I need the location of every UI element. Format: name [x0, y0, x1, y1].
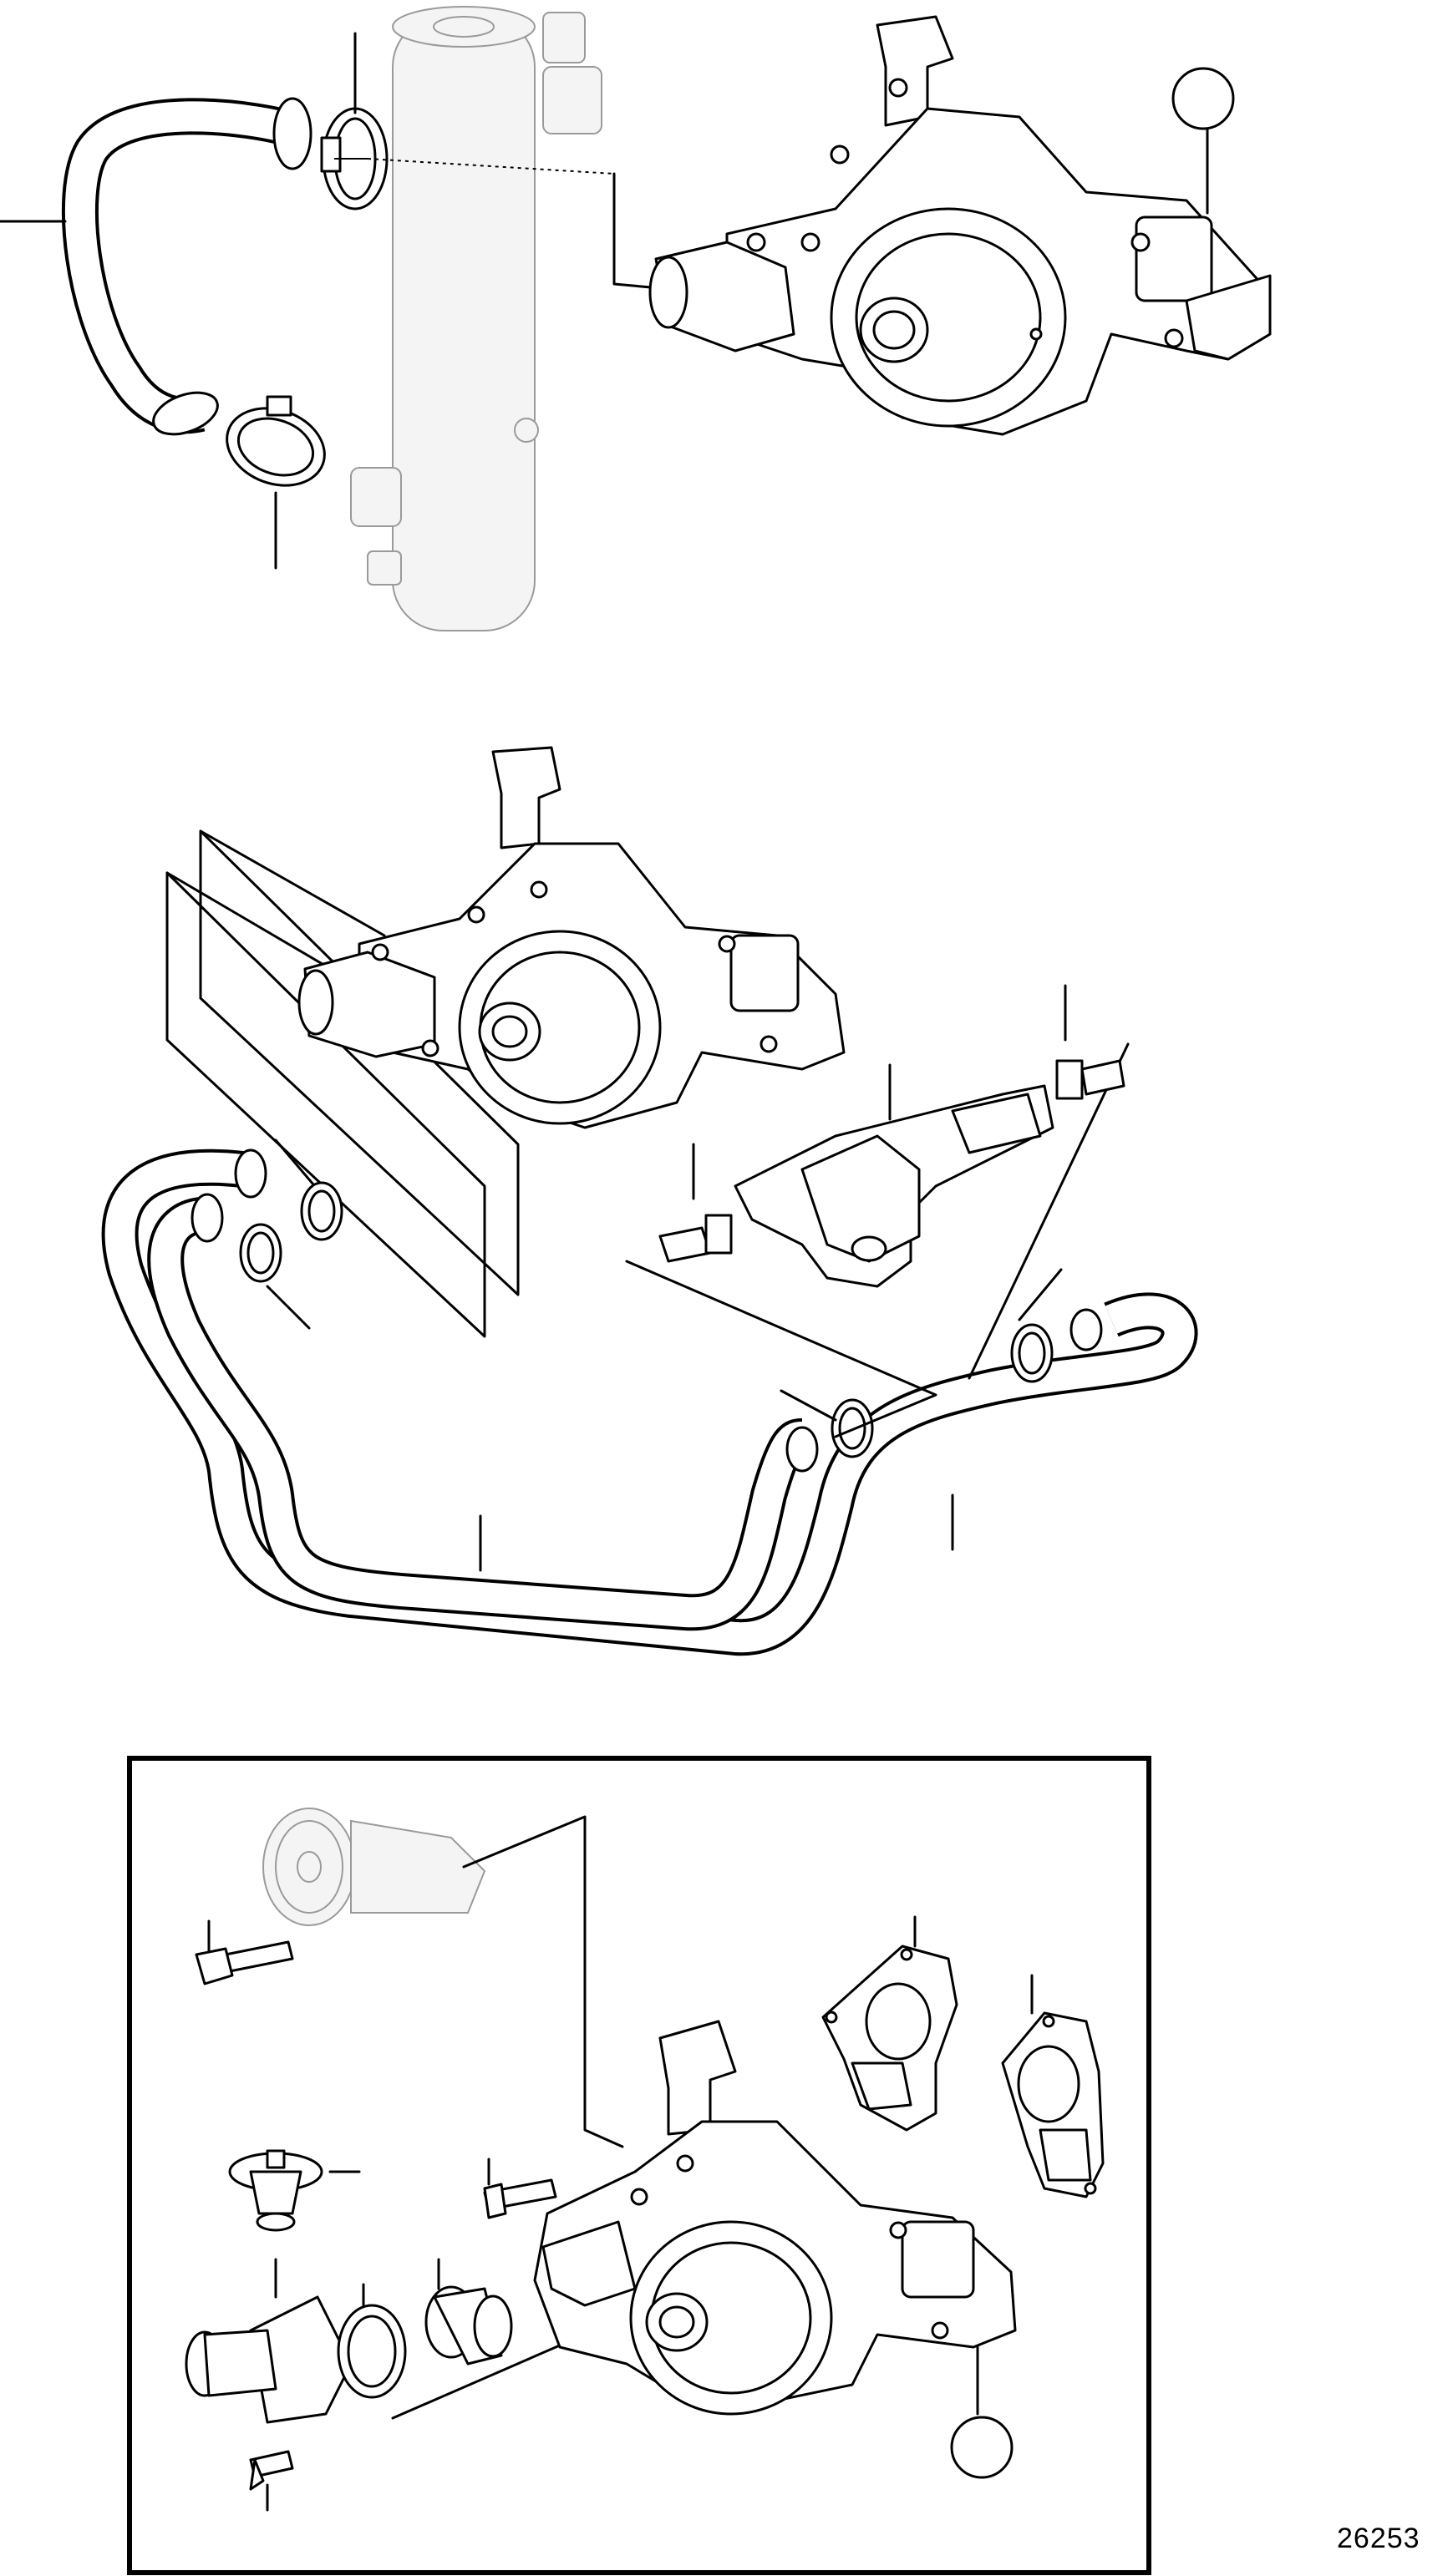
thermostat-housing: [185, 2295, 353, 2424]
top-section: [0, 6, 1272, 631]
bolt: [249, 2450, 294, 2491]
idler-pulley: [262, 1808, 486, 1926]
fitting-right: [1055, 1059, 1125, 1100]
bottom-section-inset: [185, 1808, 1105, 2512]
hose-clamps: [239, 1181, 1054, 1458]
callout-circle-bottom: [950, 2416, 1014, 2479]
insert: [424, 2285, 513, 2366]
fitting-left: [658, 1214, 733, 1263]
manifold: [734, 1084, 1054, 1288]
inset-frame: [127, 1756, 1151, 2575]
gasket-b: [1001, 2011, 1105, 2198]
water-pump: [648, 15, 1272, 436]
hose-pair: [101, 1149, 1198, 1656]
cooling-hose: [61, 97, 312, 436]
long-bolt: [195, 1940, 294, 1985]
gasket-a: [821, 1945, 958, 2132]
middle-section: [101, 746, 1198, 1656]
figure-reference-number: 26253: [1337, 2523, 1420, 2554]
pump-bolt: [483, 2178, 557, 2219]
callout-circle: [1171, 67, 1235, 130]
water-pump-bottom: [533, 2020, 1017, 2416]
o-ring: [337, 2304, 407, 2399]
water-pump-mid: [297, 746, 846, 1129]
hose-clamp-lower: [226, 395, 326, 487]
thermostat: [228, 2149, 323, 2232]
heat-exchanger: [350, 6, 602, 631]
